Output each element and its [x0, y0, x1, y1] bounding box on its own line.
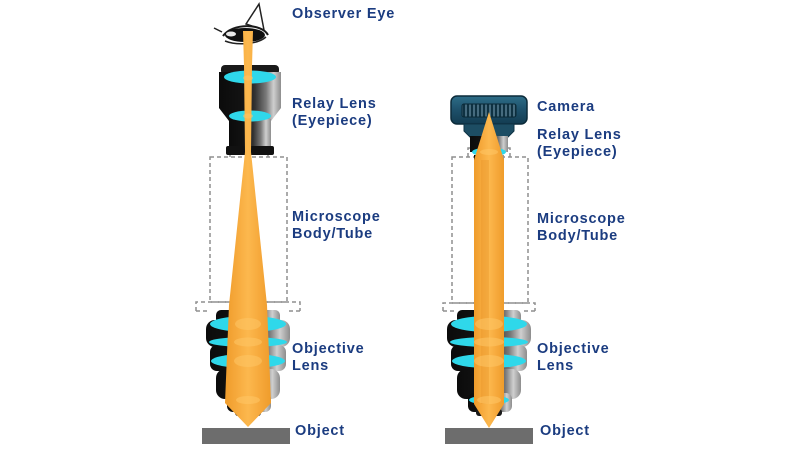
observer-eye-icon: [213, 2, 269, 45]
label-microscope-body-left: Microscope Body/Tube: [292, 209, 381, 242]
beam-center-stripe-right: [481, 160, 489, 404]
beam-lens-highlights-left: [234, 75, 262, 404]
label-object-left: Object: [295, 423, 345, 439]
light-beam-right-icon: [474, 112, 504, 428]
label-object-right: Object: [540, 423, 590, 439]
label-relay-lens-left: Relay Lens (Eyepiece): [292, 96, 377, 129]
object-stage-right-icon: [445, 428, 533, 444]
light-beam-left-icon: [225, 31, 271, 427]
label-camera: Camera: [537, 99, 595, 115]
label-microscope-body-right: Microscope Body/Tube: [537, 211, 626, 244]
label-objective-lens-right: Objective Lens: [537, 341, 610, 374]
label-objective-lens-left: Objective Lens: [292, 341, 365, 374]
label-observer-eye: Observer Eye: [292, 6, 396, 22]
label-relay-lens-right: Relay Lens (Eyepiece): [537, 127, 622, 160]
object-stage-left-icon: [202, 428, 290, 444]
beam-lens-highlights-right: [474, 149, 504, 404]
